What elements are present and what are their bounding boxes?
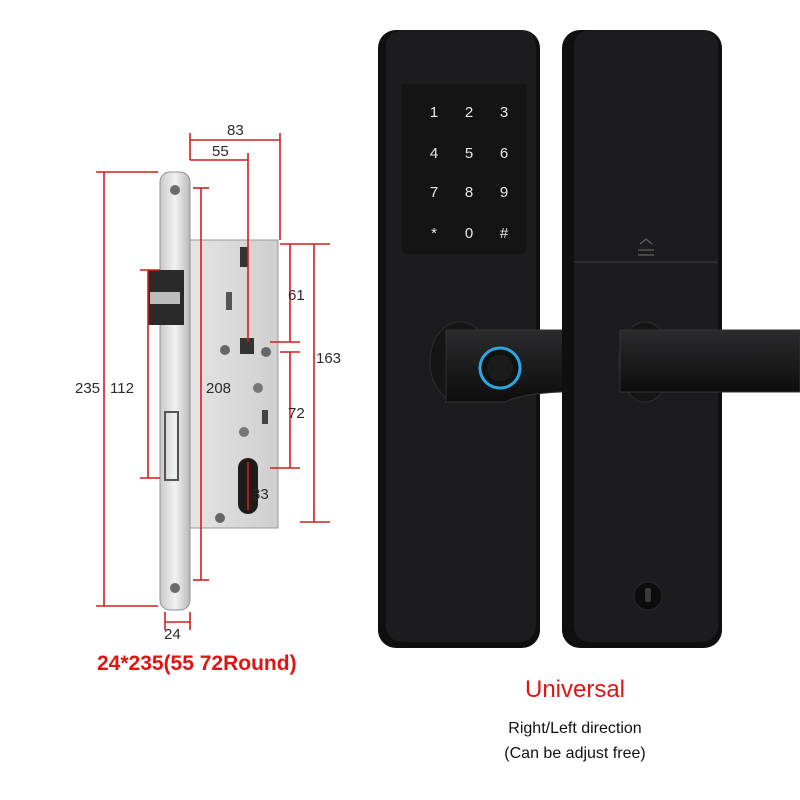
dim-61: 61 — [288, 287, 305, 304]
deadbolt-slot — [164, 411, 179, 481]
dim-55: 55 — [212, 143, 229, 160]
dim-83: 83 — [227, 122, 244, 139]
smart-lock-back — [562, 30, 800, 648]
case-hole-2 — [261, 347, 271, 357]
case-slot-3 — [262, 410, 268, 424]
key-2: 2 — [465, 104, 473, 121]
dim-72: 72 — [288, 405, 305, 422]
dim-163: 163 — [316, 350, 341, 367]
key-8: 8 — [465, 184, 473, 201]
key-1: 1 — [430, 104, 438, 121]
key-hash: # — [500, 225, 509, 242]
key-9: 9 — [500, 184, 508, 201]
smart-lock-front: 1 2 3 4 5 6 7 8 9 * 0 # — [378, 30, 613, 648]
case-hole-5 — [215, 513, 225, 523]
dim-235: 235 — [75, 380, 100, 397]
key-7: 7 — [430, 184, 438, 201]
screw-hole-bottom — [170, 583, 180, 593]
key-5: 5 — [465, 145, 473, 162]
lock-case — [187, 239, 279, 529]
key-0: 0 — [465, 225, 473, 242]
battery-cover-icon — [638, 237, 654, 256]
adjust-caption: (Can be adjust free) — [504, 745, 646, 762]
key-star: * — [431, 225, 437, 242]
key-3: 3 — [500, 104, 508, 121]
keypad-area — [402, 84, 526, 254]
spindle-hole — [240, 338, 254, 354]
case-hole-3 — [253, 383, 263, 393]
dim-33: 33 — [252, 486, 269, 503]
dim-112: 112 — [110, 380, 134, 397]
direction-caption: Right/Left direction — [508, 720, 642, 737]
latch-highlight — [150, 292, 180, 304]
dim-208: 208 — [206, 380, 231, 397]
lock-spec-caption: 24*235(55 72Round) — [97, 652, 297, 675]
case-hole-1 — [220, 345, 230, 355]
case-hole-4 — [239, 427, 249, 437]
mortise-lock — [148, 171, 279, 611]
case-slot-1 — [240, 247, 248, 267]
dim-24: 24 — [164, 626, 181, 643]
back-lever-handle — [619, 329, 800, 393]
fingerprint-pad — [487, 355, 513, 381]
dimension-lines — [96, 133, 330, 630]
key-6: 6 — [500, 145, 508, 162]
faceplate — [159, 171, 191, 611]
key-4: 4 — [430, 145, 438, 162]
case-slot-2 — [226, 292, 232, 310]
universal-headline: Universal — [524, 676, 626, 703]
screw-hole-top — [170, 185, 180, 195]
thumb-turn-slot — [645, 588, 651, 602]
